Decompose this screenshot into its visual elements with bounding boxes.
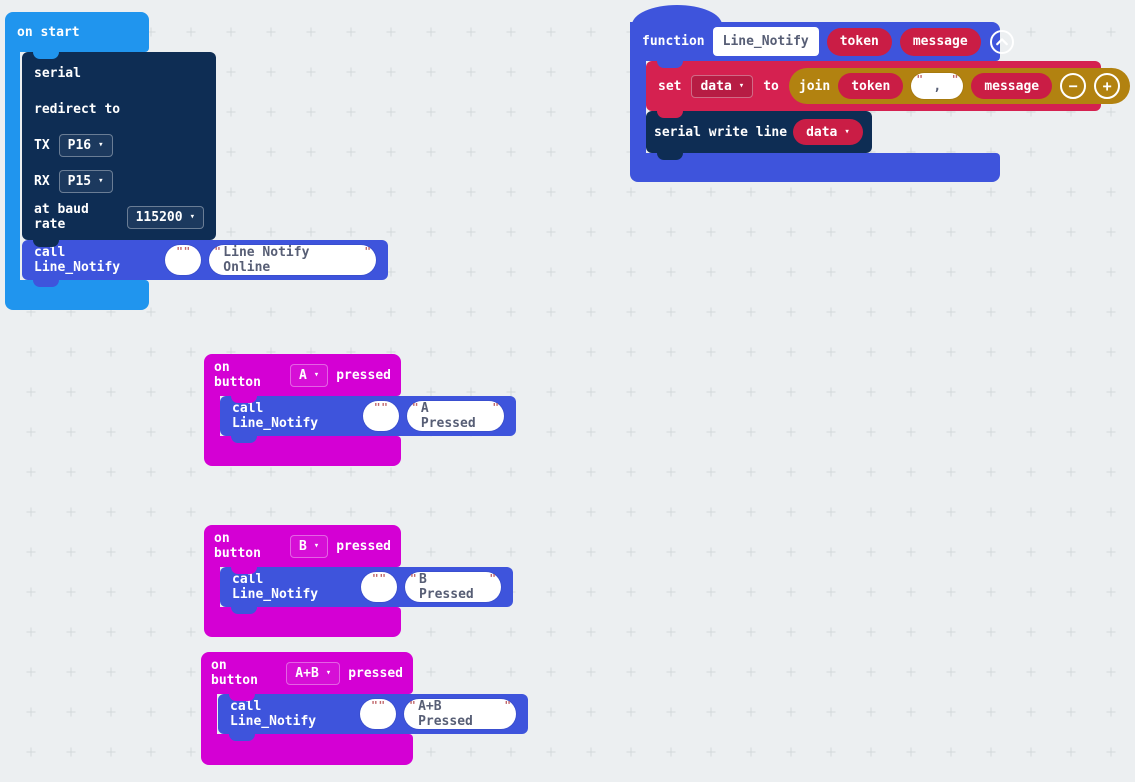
call-label: call Line_Notify (230, 699, 317, 729)
on-button-label: on button (214, 360, 261, 390)
remove-argument-icon[interactable]: − (1060, 73, 1087, 99)
set-variable-block[interactable]: set data ▾ to join token , message − (646, 61, 1131, 111)
function-hat (632, 5, 722, 25)
button-dropdown[interactable]: A+B ▾ (286, 661, 341, 685)
call-label: call Line_Notify (232, 401, 319, 431)
on-button-spine (201, 692, 217, 736)
connector-tab (231, 396, 257, 403)
parameter-token-pill[interactable]: token (826, 27, 892, 56)
connector-tab (229, 734, 255, 741)
call-label: call Line_Notify (232, 572, 319, 602)
join-label: join (798, 78, 831, 94)
to-label: to (763, 78, 779, 94)
token-string-input[interactable] (360, 699, 397, 729)
on-start-bottom (5, 280, 149, 310)
token-string-input[interactable] (165, 245, 202, 275)
tx-pin-dropdown[interactable]: P16 ▾ (58, 133, 113, 157)
tx-label: TX (34, 137, 50, 153)
message-string-input[interactable]: A+B Pressed (404, 699, 516, 729)
parameter-message-pill[interactable]: message (899, 27, 981, 56)
connector-tab (657, 61, 683, 68)
join-arg-token-pill[interactable]: token (838, 73, 904, 99)
variable-dropdown[interactable]: data ▾ (691, 74, 754, 98)
on-start-label: on start (17, 24, 80, 40)
dropdown-arrow-icon: ▾ (313, 540, 320, 551)
call-line-notify-block[interactable]: call Line_Notify Line Notify Online (22, 240, 388, 280)
function-spine (630, 60, 646, 154)
button-dropdown[interactable]: B ▾ (289, 534, 329, 558)
dropdown-arrow-icon: ▾ (325, 667, 332, 678)
baud-rate-label: at baud rate (34, 202, 89, 232)
join-arg-message-pill[interactable]: message (971, 73, 1053, 99)
add-argument-icon[interactable]: + (1094, 73, 1121, 99)
token-string-input[interactable] (360, 572, 397, 602)
serial-write-line-block[interactable]: serial write line data ▾ (646, 111, 872, 153)
rx-label: RX (34, 173, 50, 189)
dropdown-arrow-icon: ▾ (98, 139, 104, 150)
connector-tab (231, 567, 257, 574)
token-string-input[interactable] (362, 401, 399, 431)
connector-tab (231, 607, 257, 614)
call-line-notify-block[interactable]: call Line_Notify A+B Pressed (218, 694, 528, 734)
connector-tab (657, 153, 683, 160)
connector-tab (231, 436, 257, 443)
connector-tab (33, 280, 59, 287)
call-label: call Line_Notify (34, 245, 121, 275)
button-dropdown[interactable]: A ▾ (289, 363, 329, 387)
baud-rate-dropdown[interactable]: 115200 ▾ (126, 205, 204, 229)
collapse-block-icon[interactable] (989, 29, 1015, 55)
pressed-label: pressed (336, 538, 391, 554)
on-start-spine (5, 50, 20, 282)
function-keyword: function (642, 34, 705, 49)
rx-pin-dropdown[interactable]: P15 ▾ (58, 169, 113, 193)
on-button-label: on button (211, 658, 258, 688)
connector-tab (33, 240, 59, 247)
function-bottom (630, 153, 1000, 182)
on-button-spine (204, 394, 220, 438)
on-button-label: on button (214, 531, 261, 561)
connector-tab (229, 694, 255, 701)
join-separator-input[interactable]: , (911, 73, 964, 99)
serial-write-variable-pill[interactable]: data ▾ (793, 119, 863, 145)
redirect-to-label: redirect to (34, 101, 121, 117)
serial-redirect-block[interactable]: serial redirect to TX P16 ▾ RX P15 ▾ at … (22, 52, 216, 240)
dropdown-arrow-icon: ▾ (98, 175, 104, 186)
message-string-input[interactable]: B Pressed (404, 572, 501, 602)
message-string-input[interactable]: Line Notify Online (209, 245, 376, 275)
pressed-label: pressed (336, 367, 391, 383)
set-label: set (658, 78, 682, 94)
dropdown-arrow-icon: ▾ (313, 369, 320, 380)
connector-tab (33, 52, 59, 59)
dropdown-arrow-icon: ▾ (738, 80, 745, 91)
serial-label: serial (34, 65, 81, 81)
on-button-spine (204, 565, 220, 609)
call-line-notify-block[interactable]: call Line_Notify A Pressed (220, 396, 516, 436)
serial-write-label: serial write line (654, 124, 788, 140)
dropdown-arrow-icon: ▾ (844, 126, 850, 137)
message-string-input[interactable]: A Pressed (406, 401, 504, 431)
dropdown-arrow-icon: ▾ (189, 211, 195, 222)
join-block[interactable]: join token , message − + (788, 68, 1131, 104)
function-name-field[interactable]: Line_Notify (712, 27, 819, 56)
call-line-notify-block[interactable]: call Line_Notify B Pressed (220, 567, 513, 607)
connector-tab (657, 111, 683, 118)
pressed-label: pressed (348, 665, 403, 681)
